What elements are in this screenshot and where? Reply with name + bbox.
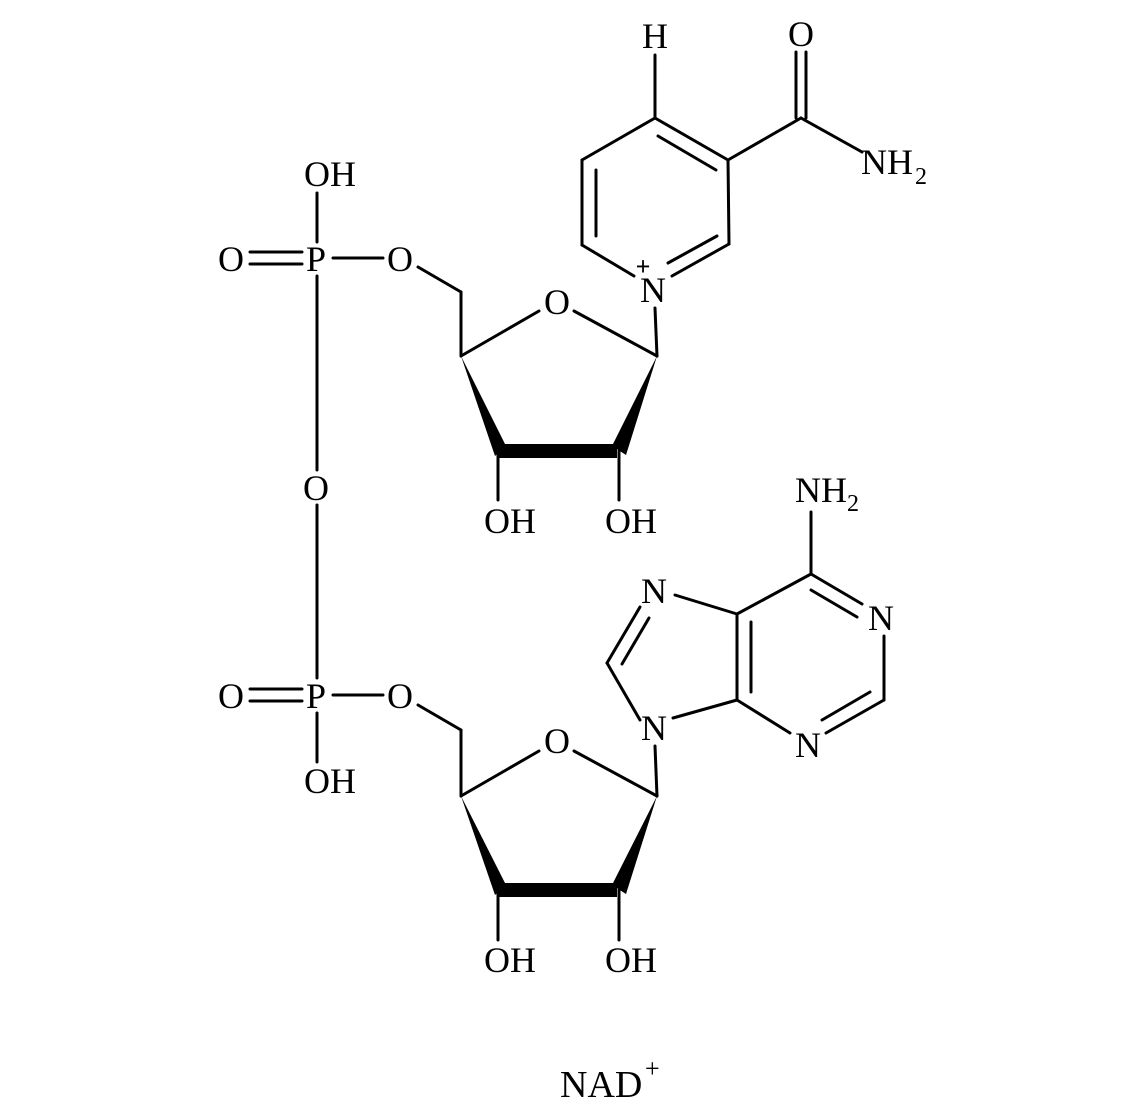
phosphate1-oh-label: OH <box>304 154 356 194</box>
lower-ring-oxygen-label: O <box>544 721 570 761</box>
carbonyl-oxygen-label: O <box>788 14 814 54</box>
bridging-oxygen-label: O <box>303 468 329 508</box>
adenine-n7-label: N <box>641 571 667 611</box>
amide-nh-label: NH <box>861 142 913 182</box>
adenine-n3-label: N <box>795 725 821 765</box>
pyridinium-nitrogen-label: N <box>640 270 666 310</box>
phosphate2-oh-label: OH <box>304 761 356 801</box>
phosphorus1-label: P <box>306 239 326 279</box>
adenine-nh-label: NH <box>795 470 847 510</box>
upper-ribose-oh-left: OH <box>484 501 536 541</box>
molecule-charge-superscript: + <box>645 1054 660 1083</box>
upper-ring-oxygen-label: O <box>544 282 570 322</box>
upper-ribose-oh-right: OH <box>605 501 657 541</box>
molecule-name-caption: NAD <box>560 1064 642 1106</box>
phosphate2-ester-oxygen: O <box>387 676 413 716</box>
lower-ribose <box>416 703 659 942</box>
phosphate1-double-oxygen: O <box>218 239 244 279</box>
adenine-n1-label: N <box>868 598 894 638</box>
adenine-ring <box>605 510 886 735</box>
adenine-n9-label: N <box>641 708 667 748</box>
upper-ribose <box>416 265 659 502</box>
amide-h-subscript: 2 <box>915 164 927 190</box>
pyrophosphate <box>248 191 385 764</box>
phosphorus2-label: P <box>306 676 326 716</box>
nicotinamide-ring <box>580 50 864 278</box>
pyridinium-charge: + <box>636 252 651 281</box>
lower-ribose-oh-left: OH <box>484 940 536 980</box>
hydrogen-label: H <box>642 16 668 56</box>
phosphate1-ester-oxygen: O <box>387 239 413 279</box>
phosphate2-double-oxygen: O <box>218 676 244 716</box>
adenine-h-subscript: 2 <box>847 491 859 517</box>
lower-ribose-oh-right: OH <box>605 940 657 980</box>
